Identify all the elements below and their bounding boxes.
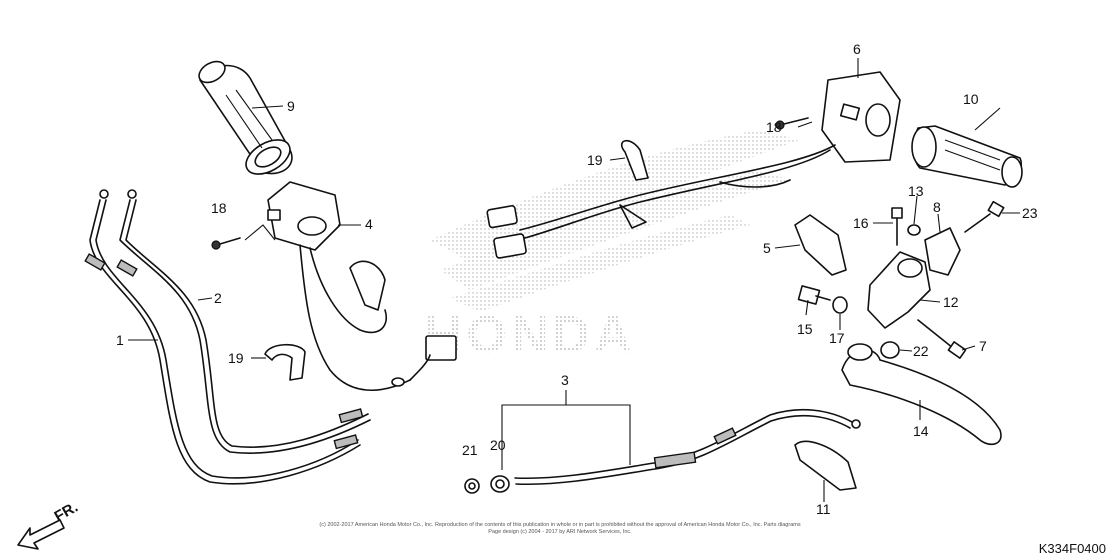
callout-14: 14 [913, 423, 929, 439]
part-20-nut[interactable] [490, 475, 510, 493]
part-15-adjuster[interactable] [797, 285, 831, 305]
honda-watermark-text: HONDA [425, 306, 636, 364]
callout-22: 22 [913, 343, 929, 359]
part-21-nut[interactable] [464, 478, 480, 494]
callout-numbers: 9 10 6 18 19 18 4 2 1 19 3 21 20 5 16 13… [116, 41, 1038, 517]
callout-8: 8 [933, 199, 941, 215]
part-18-screw-upper[interactable] [775, 117, 809, 130]
part-6-right-switch[interactable] [821, 71, 901, 163]
callout-12: 12 [943, 294, 959, 310]
part-5-lever-cover[interactable] [794, 214, 847, 276]
callout-21: 21 [462, 442, 478, 458]
part-13-washer[interactable] [907, 224, 921, 236]
wiring-harness [486, 144, 836, 259]
part-22-nut[interactable] [880, 341, 900, 359]
copyright-line-2: Page design (c) 2004 - 2017 by ARI Netwo… [488, 529, 632, 535]
callout-17: 17 [829, 330, 845, 346]
part-10-right-grip[interactable] [911, 125, 1023, 188]
copyright-line-1: (c) 2002-2017 American Honda Motor Co., … [319, 522, 801, 528]
callout-23: 23 [1022, 205, 1038, 221]
part-11-cover[interactable] [794, 440, 857, 491]
callout-13: 13 [908, 183, 924, 199]
copyright-notice: (c) 2002-2017 American Honda Motor Co., … [300, 522, 820, 536]
part-2-throttle-cable[interactable] [116, 189, 371, 454]
callout-18-upper: 18 [766, 119, 782, 135]
front-arrow-icon: FR. [17, 499, 81, 550]
part-18-screw-left[interactable] [211, 237, 241, 250]
part-4-left-switch[interactable] [267, 181, 457, 391]
callout-5: 5 [763, 240, 771, 256]
drawing-code: K334F0400 [1038, 541, 1106, 556]
callout-9: 9 [287, 98, 295, 114]
callout-6: 6 [853, 41, 861, 57]
part-9-left-grip[interactable] [195, 57, 295, 181]
callout-19-upper: 19 [587, 152, 603, 168]
part-8-holder[interactable] [924, 227, 961, 276]
callout-18-left: 18 [211, 200, 227, 216]
part-7-pin[interactable] [917, 319, 967, 359]
part-14-clutch-lever[interactable] [841, 343, 1002, 446]
callout-10: 10 [963, 91, 979, 107]
callout-1: 1 [116, 332, 124, 348]
part-1-throttle-cable[interactable] [84, 189, 361, 485]
callout-20: 20 [490, 437, 506, 453]
callout-4: 4 [365, 216, 373, 232]
part-19-clamp-upper[interactable] [620, 140, 649, 181]
callout-19-lower: 19 [228, 350, 244, 366]
part-19-clamp-lower[interactable] [264, 343, 306, 381]
callout-11: 11 [816, 501, 831, 517]
part-17-nut[interactable] [832, 296, 848, 314]
part-12-lever-bracket[interactable] [867, 251, 931, 329]
part-3-clutch-cable[interactable] [514, 408, 861, 486]
leader-lines [128, 58, 1020, 502]
callout-16: 16 [853, 215, 869, 231]
callout-15: 15 [797, 321, 813, 337]
callout-2: 2 [214, 290, 222, 306]
part-23-bolt[interactable] [964, 200, 1005, 233]
honda-wing-watermark [430, 130, 800, 312]
callout-7: 7 [979, 338, 987, 354]
callout-3: 3 [561, 372, 569, 388]
part-16-bolt[interactable] [891, 207, 903, 246]
